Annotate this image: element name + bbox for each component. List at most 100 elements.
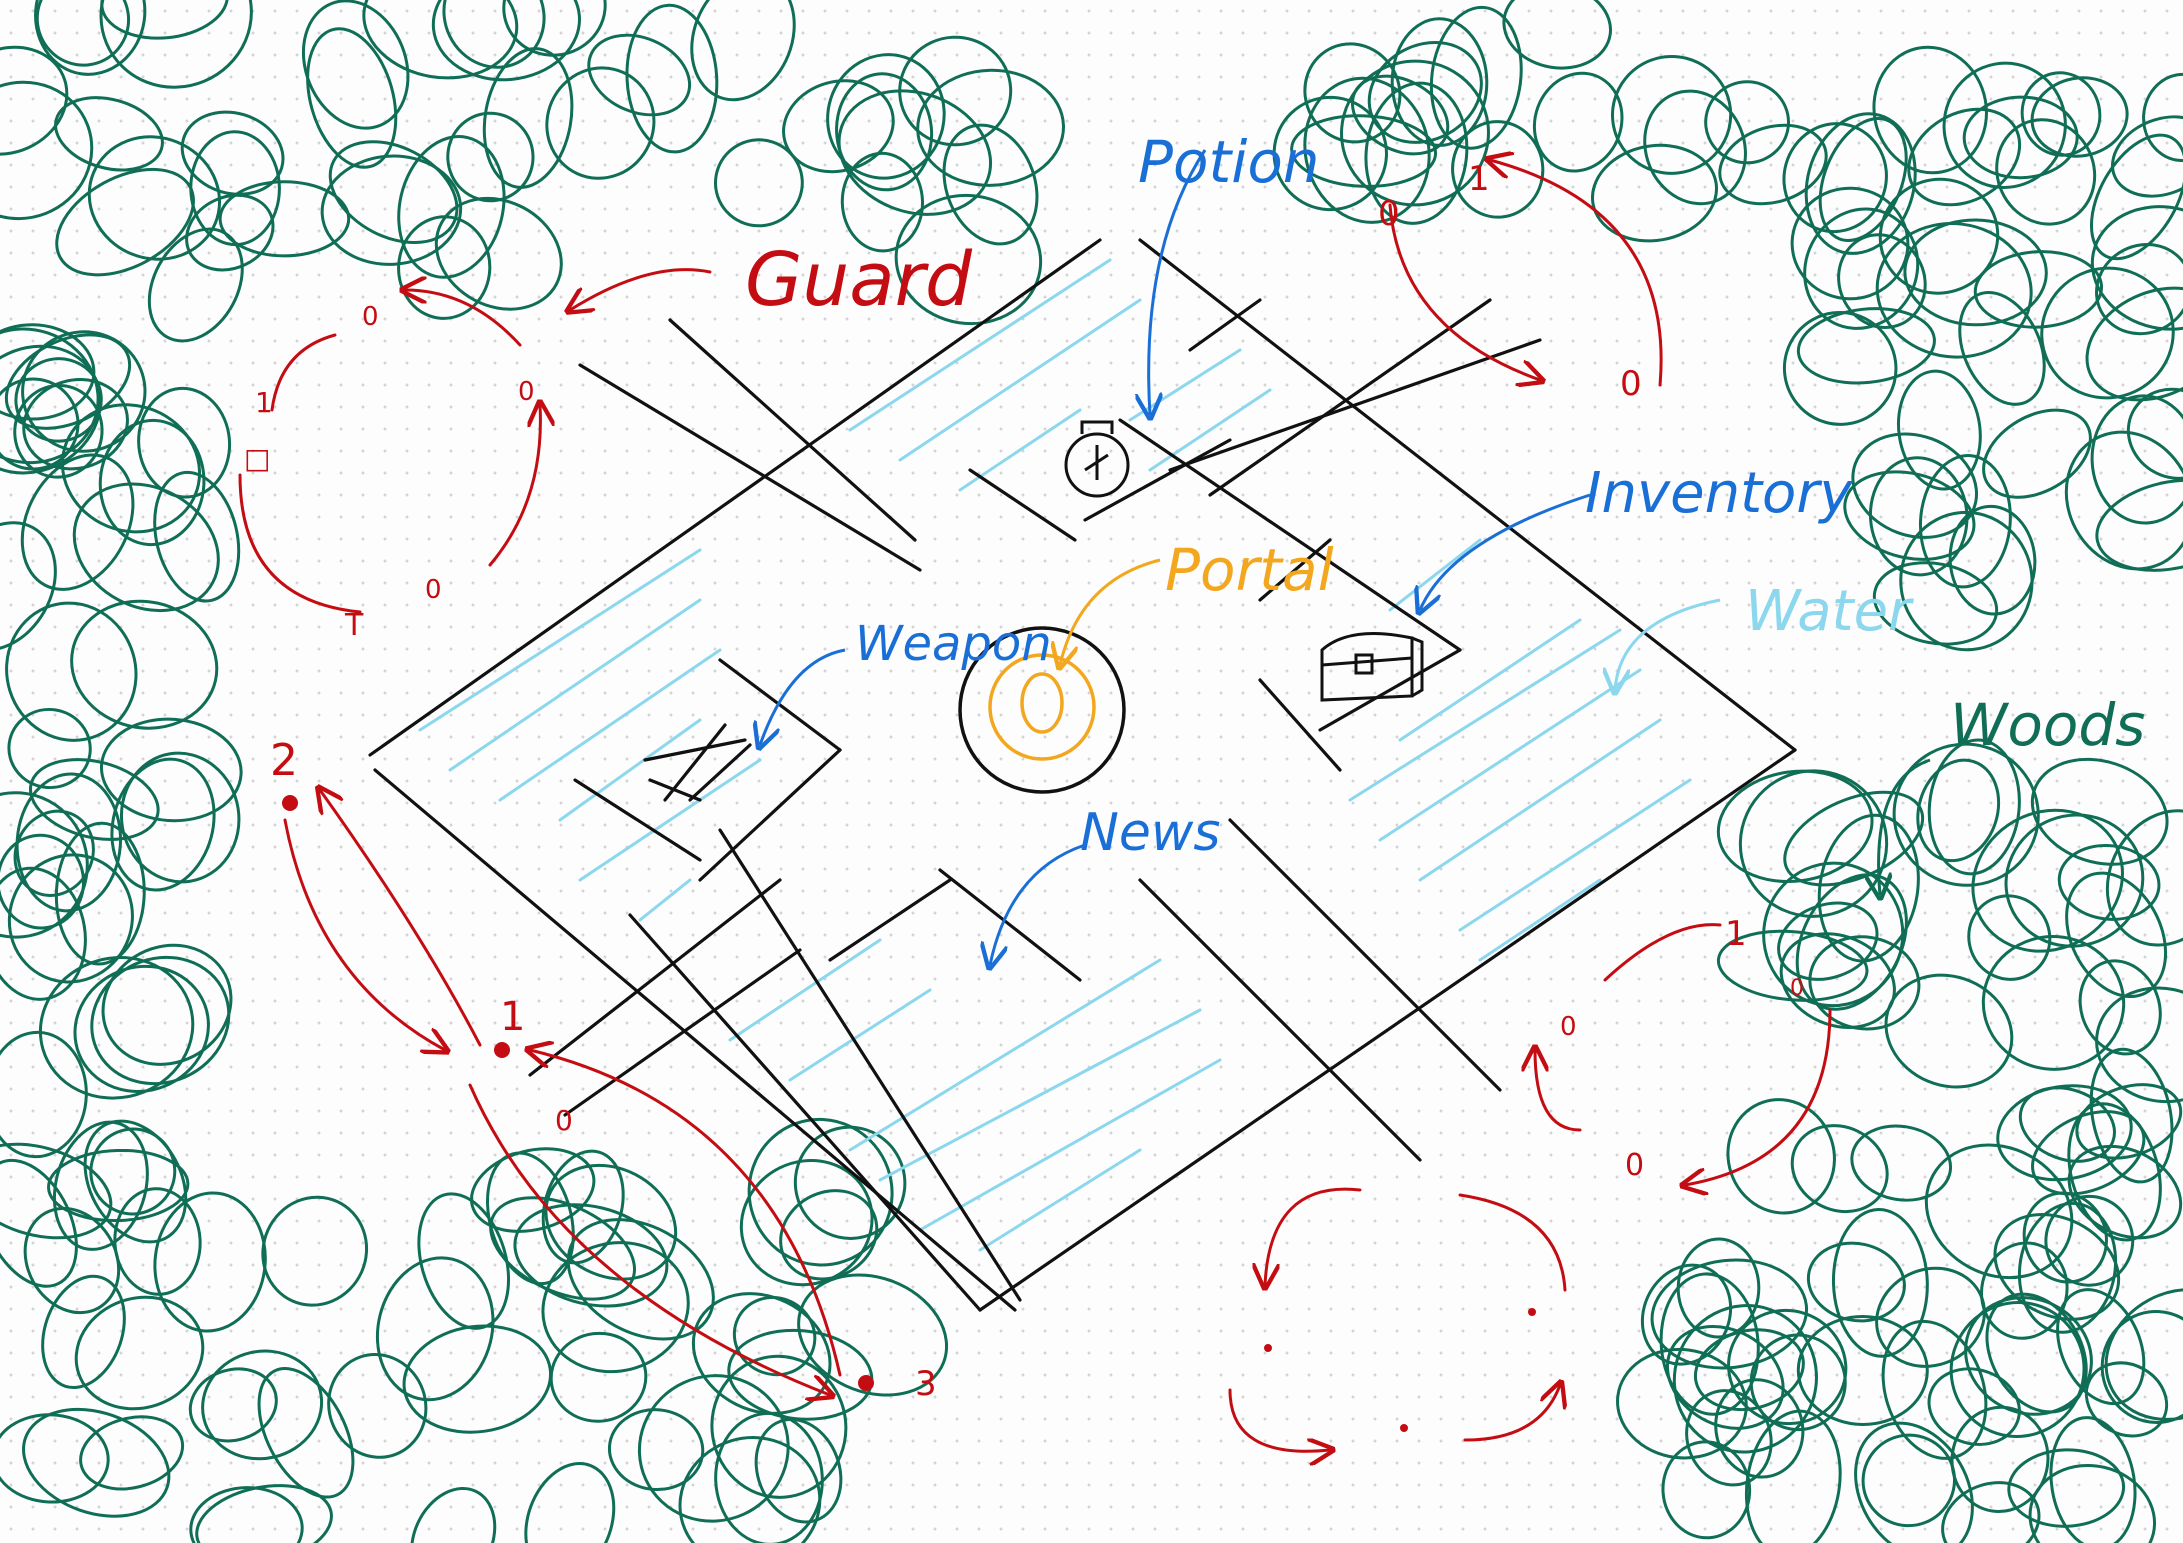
tree-scribble (524, 1462, 616, 1543)
tree-scribble (1962, 95, 2079, 180)
tree-scribble (180, 110, 285, 196)
tree-scribble (1872, 45, 1988, 175)
tree-scribble (54, 821, 146, 966)
tree-scribble (544, 1163, 678, 1281)
tree-scribble (1796, 307, 1936, 385)
tree-scribble (1790, 1124, 1889, 1214)
tree-scribble (1790, 186, 1910, 301)
tree-scribble (99, 0, 253, 89)
tree-scribble (1950, 1405, 2050, 1514)
tree-scribble (1967, 894, 2052, 981)
tree-scribble (28, 758, 160, 841)
tree-scribble (835, 72, 934, 192)
tree-scribble (1927, 738, 2021, 876)
tree-scribble (2090, 205, 2183, 331)
tree-scribble (1590, 143, 1719, 243)
tree-scribble (2142, 72, 2183, 162)
tree-scribble (5, 601, 138, 742)
tree-scribble (72, 482, 220, 613)
waypoint-l-1: 1 (500, 994, 525, 1040)
tree-scribble (2089, 133, 2183, 261)
tree-scribble (690, 0, 796, 102)
tree-scribble (2064, 430, 2183, 571)
tree-scribble (1303, 76, 1431, 224)
tree-scribble (0, 866, 87, 1001)
tree-scribble (1796, 1314, 1929, 1427)
tree-scribble (782, 79, 895, 174)
tree-scribble (2084, 1361, 2169, 1438)
tree-scribble (20, 453, 135, 591)
tree-scribble (7, 853, 134, 984)
waypoint-l-0: 0 (555, 1104, 573, 1137)
tree-scribble (1716, 769, 1874, 884)
tree-scribble (1661, 1440, 1752, 1540)
tree-scribble (14, 357, 103, 443)
tree-scribble (1716, 929, 1869, 1002)
tree-scribble (2095, 478, 2183, 572)
tree-scribble (1817, 813, 1920, 963)
tree-scribble (410, 1487, 497, 1543)
tree-scribble (898, 35, 1013, 147)
tree-scribble (1390, 17, 1489, 147)
tree-scribble (1875, 1266, 1986, 1368)
tree-scribble (0, 45, 69, 156)
tree-scribble (375, 1256, 495, 1402)
tree-scribble (1804, 112, 1917, 255)
tree-scribble (0, 323, 96, 421)
tree-scribble (840, 151, 925, 253)
tree-scribble (119, 751, 241, 884)
tree-scribble (1981, 934, 2126, 1071)
tree-scribble (0, 1158, 78, 1288)
tree-scribble (1941, 1481, 2041, 1543)
tree-scribble (38, 956, 195, 1100)
tree-scribble (1854, 1421, 1974, 1543)
tree-scribble (754, 1417, 843, 1524)
waypoint-l-2: 2 (270, 735, 298, 786)
tree-scribble (2090, 394, 2183, 525)
tree-scribble (2104, 1288, 2183, 1421)
tree-scribble (1850, 1124, 1953, 1202)
tree-scribble (1650, 1258, 1809, 1370)
portal-icon (958, 626, 1126, 794)
tree-scribble (2044, 1194, 2135, 1287)
tree-scribble (1980, 1241, 2069, 1340)
tree-scribble (99, 717, 243, 823)
tree-scribble (1718, 123, 1828, 206)
tree-scribble (0, 1413, 110, 1504)
waypoint-ul-0b: 0 (518, 377, 535, 407)
tree-scribble (714, 138, 804, 228)
tree-scribble (1808, 935, 1921, 1031)
tree-scribble (442, 0, 546, 69)
tree-scribble (0, 1030, 88, 1159)
tree-scribble (1896, 369, 1982, 491)
label-guard: Guard (745, 237, 973, 323)
tree-scribble (1899, 510, 2034, 652)
tree-scribble (513, 1203, 669, 1308)
tree-scribble (942, 123, 1039, 246)
label-potion: Potion (1138, 128, 1320, 196)
tree-scribble (1744, 1409, 1842, 1543)
tree-scribble (1916, 758, 2001, 863)
waypoint-ul-0a: 0 (362, 302, 379, 332)
tree-scribble (1727, 1308, 1848, 1426)
tree-scribble (1831, 1208, 1929, 1358)
tree-scribble (1993, 1213, 2121, 1321)
tree-scribble (482, 47, 574, 189)
tree-scribble (1875, 222, 2033, 359)
tree-scribble (90, 955, 231, 1086)
tree-scribble (1918, 454, 2012, 589)
tree-scribble (79, 1415, 185, 1491)
tree-scribble (13, 809, 95, 897)
guard-patrols (238, 160, 1832, 1451)
label-water: Water (1745, 579, 1914, 644)
tree-scribble (2065, 871, 2168, 999)
tree-scribble (710, 1354, 848, 1499)
tree-scribble (2030, 757, 2169, 866)
tree-scribble (98, 418, 206, 547)
tree-scribble (2075, 1083, 2183, 1160)
tree-scribble (15, 772, 123, 913)
tree-scribble (837, 89, 993, 216)
tree-scribble (1903, 218, 2048, 327)
crossed-swords-icon (643, 723, 752, 802)
